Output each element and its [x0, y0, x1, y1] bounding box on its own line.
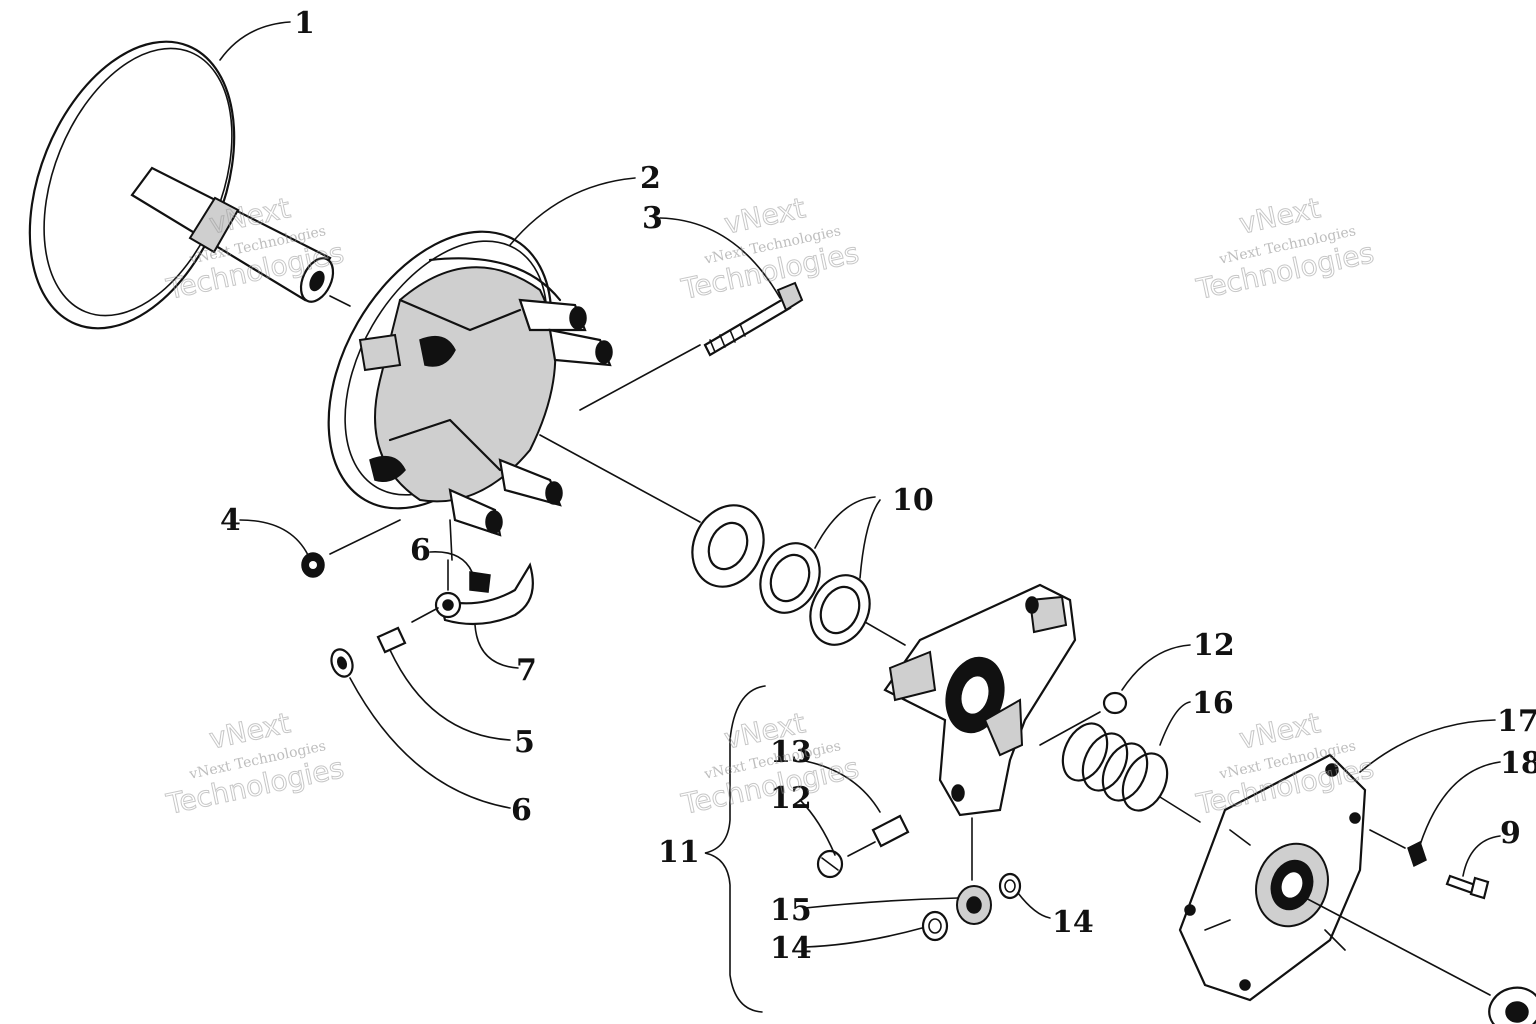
callout-5: 5	[514, 725, 535, 760]
assembly-axis-lines	[329, 344, 1491, 996]
callout-12-lower: 12	[770, 781, 812, 816]
bushing	[1488, 986, 1536, 1024]
callout-1: 1	[294, 6, 315, 41]
callout-16: 16	[1192, 686, 1234, 721]
callout-6-upper: 6	[410, 533, 431, 568]
part-2-movable-sheave	[327, 230, 613, 561]
callout-11: 11	[658, 835, 700, 870]
callout-10: 10	[892, 483, 934, 518]
callout-13: 13	[770, 735, 812, 770]
part-12-button-lower	[816, 849, 844, 879]
part-12-button-upper	[1102, 691, 1128, 715]
watermark-2: vNext vNext Technologies Technologies	[677, 191, 862, 307]
callout-7: 7	[516, 653, 537, 688]
part-17-cover	[1178, 753, 1367, 1002]
callout-3: 3	[642, 201, 663, 236]
callout-12-upper: 12	[1193, 628, 1235, 663]
callout-6-lower: 6	[511, 793, 532, 828]
callout-15: 15	[770, 893, 812, 928]
callout-9: 9	[1500, 816, 1521, 851]
part-1-fixed-sheave	[28, 40, 351, 330]
callout-4: 4	[220, 503, 241, 538]
part-13-pin	[871, 814, 910, 848]
callout-14-left: 14	[770, 931, 812, 966]
callout-14-right: 14	[1052, 905, 1094, 940]
part-3-bolt	[703, 281, 804, 357]
part-18-washer	[1407, 840, 1427, 868]
callout-labels: 1 2 3 4 5 6 6 7 9 10 11 12 12 13 14 14 1…	[220, 6, 1536, 966]
part-5-pin	[376, 626, 407, 654]
part-15-roller	[956, 885, 992, 925]
part-16-spring	[1061, 722, 1169, 812]
callout-17: 17	[1497, 704, 1536, 739]
watermark-5: vNext vNext Technologies Technologies	[677, 706, 862, 822]
callout-2: 2	[640, 161, 661, 196]
part-14-washer-right	[998, 872, 1022, 900]
part-11-spider	[883, 583, 1077, 817]
part-10-shims	[691, 504, 871, 646]
watermark-4: vNext vNext Technologies Technologies	[162, 706, 347, 822]
part-7-cam-arm	[434, 562, 534, 626]
part-9-screw	[1445, 874, 1490, 900]
callout-18: 18	[1500, 746, 1536, 781]
leader-lines	[219, 21, 1501, 1013]
part-4-nut	[301, 552, 325, 578]
part-14-washer-left	[921, 910, 949, 942]
part-6-washer	[330, 648, 354, 678]
watermark-3: vNext vNext Technologies Technologies	[1192, 191, 1377, 307]
